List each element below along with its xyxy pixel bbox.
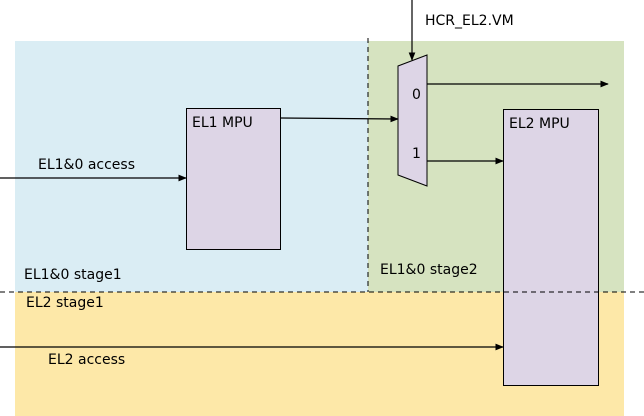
mux-input-0-label: 0 xyxy=(412,87,421,103)
mux-input-1-label: 1 xyxy=(412,146,421,162)
el2-mpu-box xyxy=(503,109,599,386)
el1-mpu-label: EL1 MPU xyxy=(192,115,253,131)
el1-mpu-to-mux-arrow xyxy=(280,115,399,123)
el10-stage2-label: EL1&0 stage2 xyxy=(380,262,478,278)
el10-access-label: EL1&0 access xyxy=(38,157,136,173)
el2-stage1-label: EL2 stage1 xyxy=(26,295,104,311)
el2-mpu-label: EL2 MPU xyxy=(509,116,570,132)
el2-access-label: EL2 access xyxy=(48,352,126,368)
mux-shape xyxy=(397,54,428,187)
el1-mpu-box xyxy=(186,108,281,250)
el10-stage1-label: EL1&0 stage1 xyxy=(24,267,122,283)
hcr-el2-vm-label: HCR_EL2.VM xyxy=(425,13,514,29)
